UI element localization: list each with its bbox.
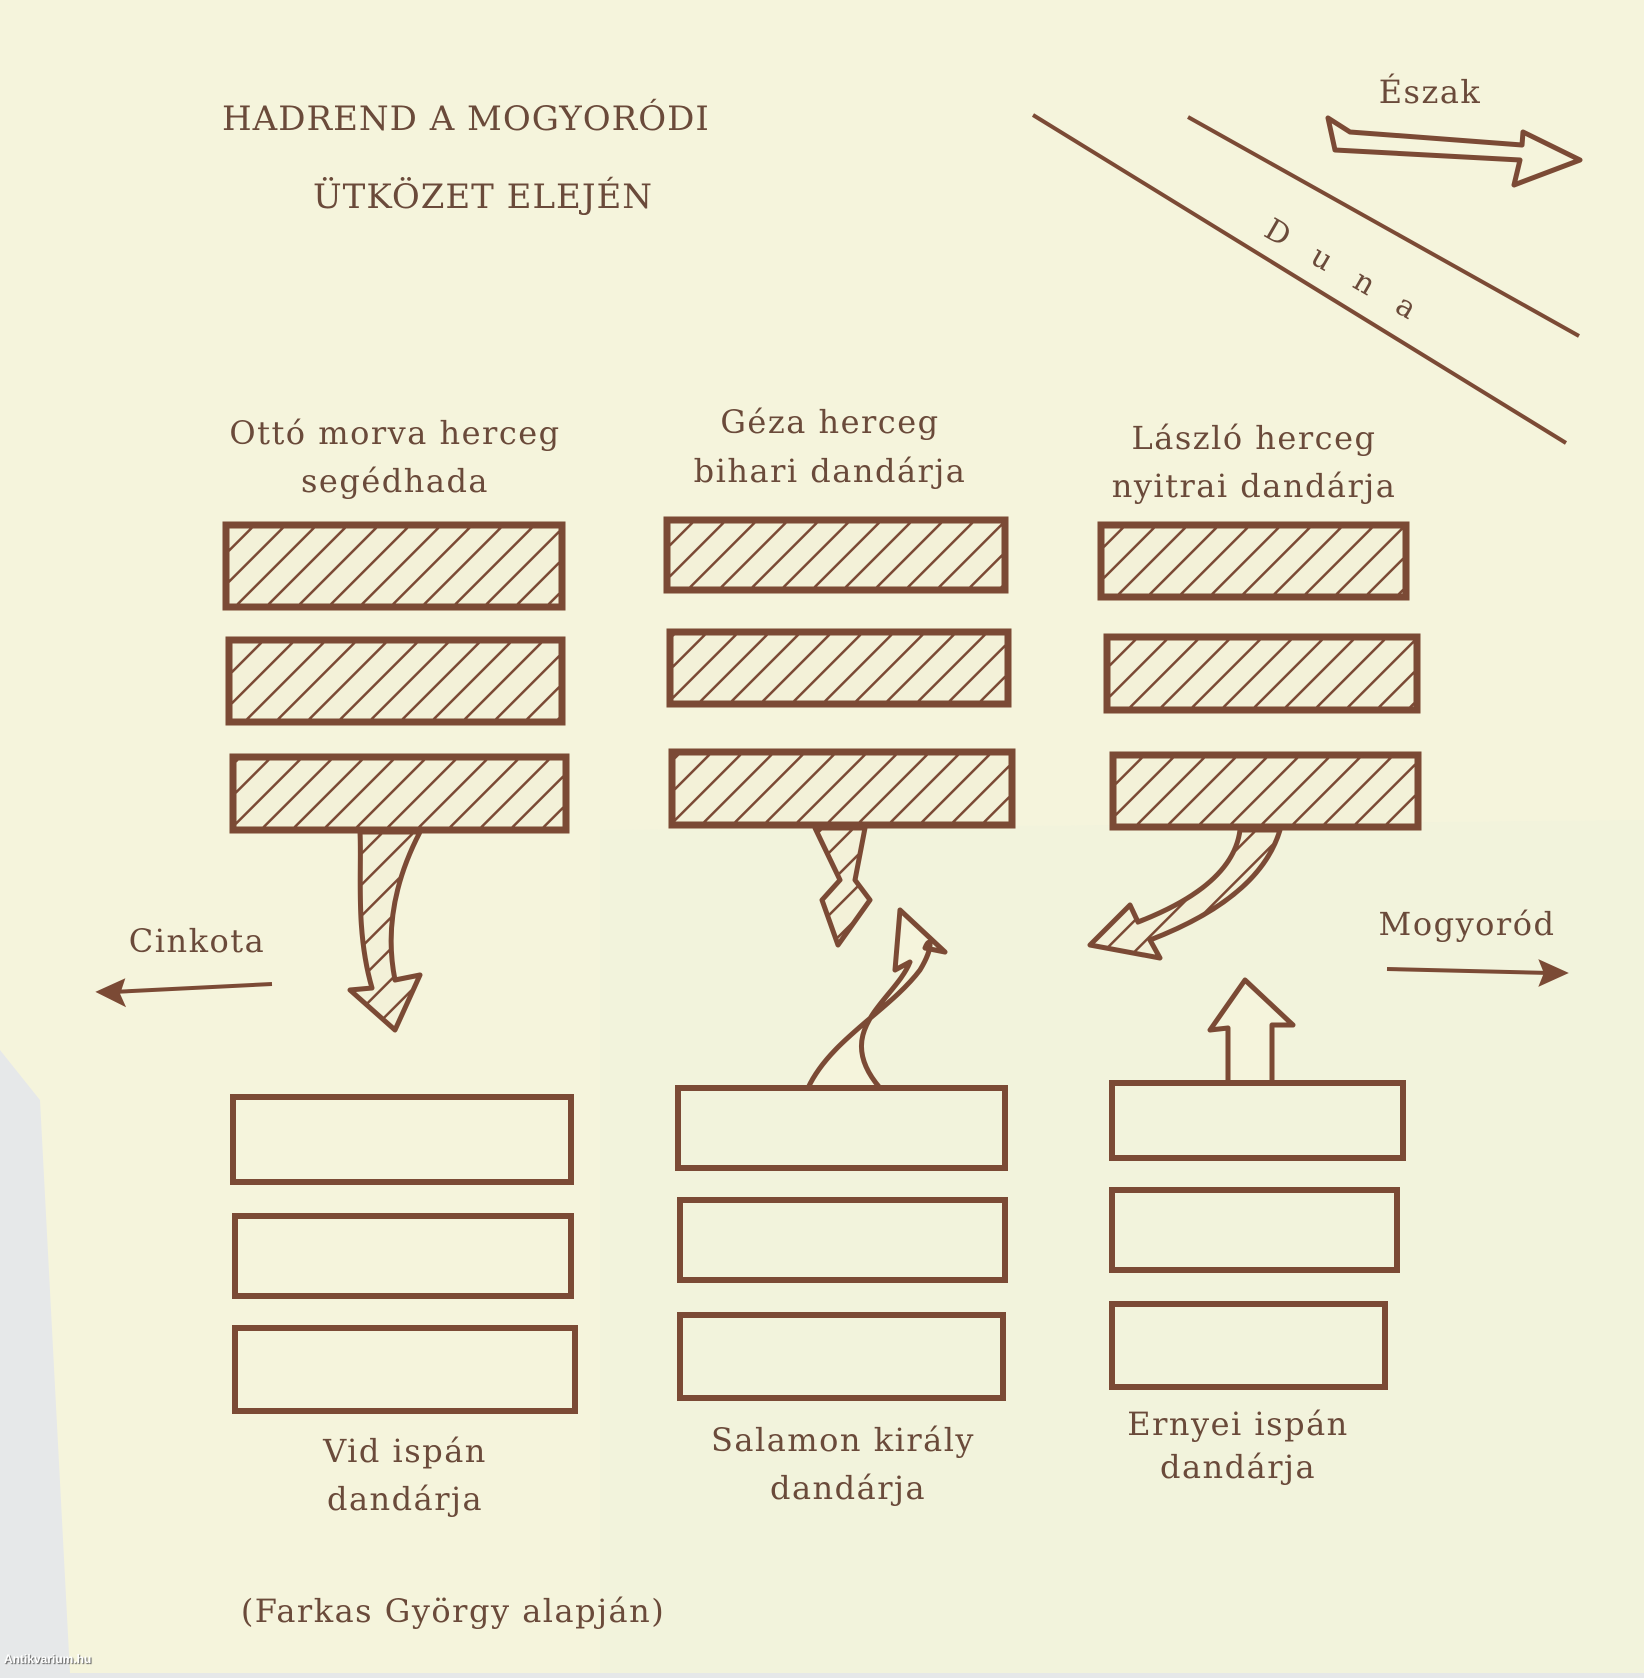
empty-block xyxy=(677,1197,1008,1283)
otto-attack-arrow-icon xyxy=(347,829,423,1033)
bottom-unit-1-line1: Vid ispán xyxy=(322,1432,487,1470)
empty-block xyxy=(232,1213,574,1299)
top-unit-2-line1: Géza herceg xyxy=(720,403,939,441)
bottom-unit-3-line1: Ernyei ispán xyxy=(1127,1405,1349,1443)
hatched-block xyxy=(229,753,570,834)
hatched-block xyxy=(225,636,566,726)
west-arrow-icon xyxy=(95,978,273,1008)
credit-text: (Farkas György alapján) xyxy=(241,1592,665,1630)
empty-block xyxy=(1109,1080,1406,1161)
top-unit-3-line2: nyitrai dandárja xyxy=(1112,467,1397,505)
west-direction-label: Cinkota xyxy=(129,922,265,960)
hatched-block xyxy=(222,521,566,611)
geza-attack-arrow-icon xyxy=(812,825,873,948)
bottom-unit-3-line2: dandárja xyxy=(1160,1448,1316,1486)
top-unit-1-line2: segédhada xyxy=(301,462,489,500)
danube-river xyxy=(1031,113,1580,445)
enemy-formations xyxy=(222,516,1422,834)
bottom-unit-1-line2: dandárja xyxy=(327,1480,483,1518)
empty-block xyxy=(230,1094,574,1185)
royal-formations xyxy=(230,1080,1406,1414)
hatched-block xyxy=(1103,633,1421,714)
empty-block xyxy=(232,1325,578,1414)
laszlo-attack-arrow-icon xyxy=(1087,827,1283,961)
north-arrow-icon xyxy=(1325,115,1583,188)
hatched-block xyxy=(1109,751,1422,831)
top-unit-3-line1: László herceg xyxy=(1132,419,1377,457)
empty-block xyxy=(1109,1187,1400,1273)
title-line-1: HADREND A MOGYORÓDI xyxy=(222,98,710,139)
top-unit-1-line1: Ottó morva herceg xyxy=(229,414,560,452)
title-line-2: ÜTKÖZET ELEJÉN xyxy=(313,176,653,217)
salamon-counter-arrow-icon xyxy=(805,907,948,1091)
east-direction-label: Mogyoród xyxy=(1379,905,1556,943)
top-unit-2-line2: bihari dandárja xyxy=(694,452,967,490)
bottom-unit-2-line1: Salamon király xyxy=(711,1421,975,1459)
empty-block xyxy=(677,1312,1006,1401)
east-arrow-icon xyxy=(1386,959,1569,987)
hatched-block xyxy=(668,748,1016,829)
hatched-block xyxy=(666,628,1012,708)
ernyei-advance-arrow-icon xyxy=(1207,977,1296,1086)
north-label: Észak xyxy=(1379,73,1482,111)
hatched-block xyxy=(1097,521,1410,601)
empty-block xyxy=(675,1085,1008,1171)
hatched-block xyxy=(663,516,1009,594)
empty-block xyxy=(1109,1301,1388,1390)
watermark: Antikvarium.hu xyxy=(4,1652,92,1666)
bottom-unit-2-line2: dandárja xyxy=(770,1469,926,1507)
